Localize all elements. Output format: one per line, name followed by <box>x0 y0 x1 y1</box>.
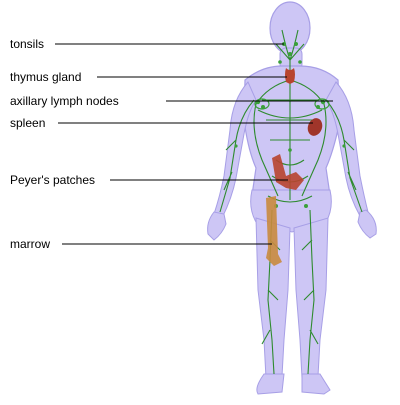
lymph-node <box>288 148 292 152</box>
label-thymus-gland: thymus gland <box>10 70 82 84</box>
axillary-node-clusters <box>254 98 330 110</box>
lymph-node <box>342 144 346 148</box>
lymph-node <box>294 42 298 46</box>
axillary-node-left <box>254 98 270 110</box>
lymph-node <box>298 60 302 64</box>
label-peyers-patches: Peyer's patches <box>10 173 96 187</box>
lymph-node <box>288 52 292 56</box>
lymph-node <box>320 99 326 105</box>
lymph-node <box>304 204 308 208</box>
label-axillary-lymph-nodes: axillary lymph nodes <box>10 94 119 108</box>
lymph-node <box>261 105 265 109</box>
vessel-right-side <box>289 79 327 197</box>
left-foot <box>256 373 285 395</box>
vessel-chest-web <box>257 99 323 141</box>
label-marrow: marrow <box>10 237 51 251</box>
lymph-node <box>234 144 238 148</box>
leader-lines <box>55 43 333 245</box>
right-foot <box>301 373 331 395</box>
right-hand <box>357 209 377 239</box>
left-hand <box>207 211 227 241</box>
peyers-patches <box>272 154 304 190</box>
vessel-right-leg <box>301 209 319 375</box>
label-spleen: spleen <box>10 116 46 130</box>
vessel-left-side <box>253 79 291 197</box>
thymus-gland <box>285 68 295 84</box>
label-tonsils: tonsils <box>10 37 45 51</box>
axillary-node-right <box>314 98 330 110</box>
head <box>269 1 311 55</box>
body-silhouette <box>207 1 377 395</box>
lymph-node <box>278 60 282 64</box>
femur-marrow <box>266 196 282 266</box>
